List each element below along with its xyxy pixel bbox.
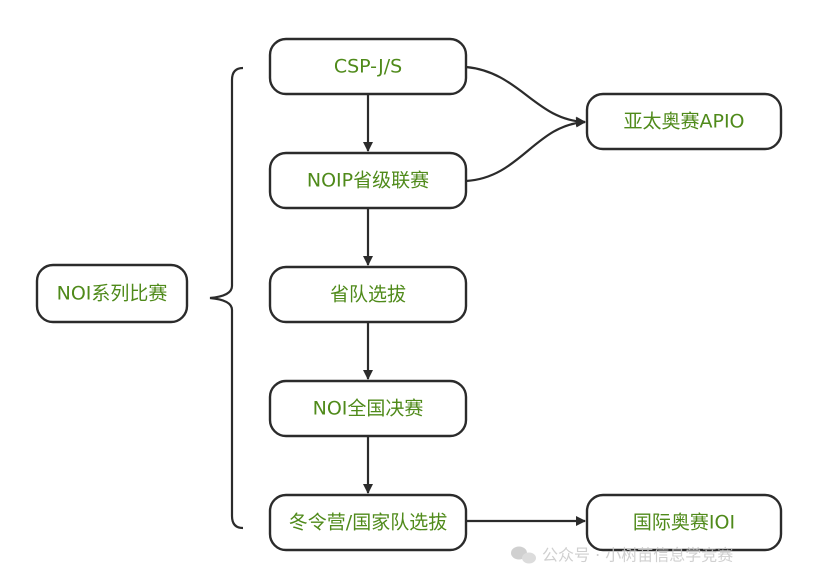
edge-noip-apio (465, 117, 586, 183)
outcome-node-apio: 亚太奥赛APIO (585, 92, 783, 151)
watermark-text: 公众号 · 小树苗信息学竞赛 (542, 546, 733, 565)
stage-node-noip: NOIP省级联赛 (268, 151, 468, 210)
stage-label-csp: CSP-J/S (334, 56, 402, 78)
stage-node-camp: 冬令营/国家队选拔 (268, 493, 468, 552)
wechat-icon (511, 546, 536, 564)
root-node: NOI系列比赛 (35, 263, 189, 324)
outcome-label-apio: 亚太奥赛APIO (623, 111, 744, 133)
root-node-label: NOI系列比赛 (57, 283, 168, 305)
outcome-label-ioi: 国际奥赛IOI (633, 512, 735, 534)
stage-label-noi: NOI全国决赛 (313, 398, 424, 420)
stage-node-csp: CSP-J/S (268, 37, 468, 96)
watermark: 公众号 · 小树苗信息学竞赛 (511, 546, 733, 565)
stage-label-province: 省队选拔 (330, 284, 406, 306)
outcome-node-ioi: 国际奥赛IOI (585, 493, 783, 552)
group-bracket (209, 66, 244, 530)
stage-node-noi: NOI全国决赛 (268, 379, 468, 438)
stage-label-camp: 冬令营/国家队选拔 (289, 512, 447, 534)
stage-label-noip: NOIP省级联赛 (307, 170, 429, 192)
stage-node-province: 省队选拔 (268, 265, 468, 324)
edge-csp-apio (465, 65, 586, 127)
